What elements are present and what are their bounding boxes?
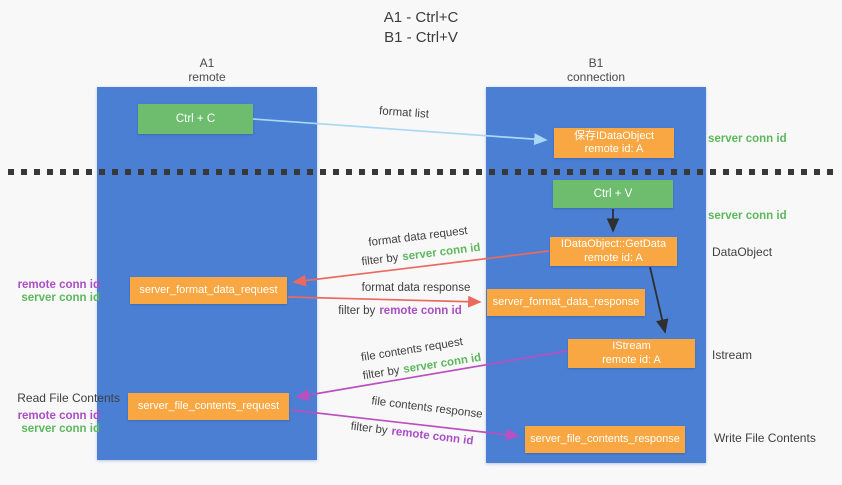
format-list-label: format list xyxy=(378,105,430,121)
save-dataobject-line1: 保存IDataObject xyxy=(573,129,655,142)
istream-line1: IStream xyxy=(612,340,651,352)
file-request-label: server_file_contents_request xyxy=(137,399,280,412)
server-conn-id-text: server conn id xyxy=(401,241,482,264)
dataobject-annotation: DataObject xyxy=(712,245,773,259)
server-conn-id-annotation-mid: server conn id xyxy=(708,210,787,222)
server-conn-id-annotation-left-bottom: server conn id xyxy=(21,423,100,435)
format-response-label: server_format_data_response xyxy=(492,295,640,308)
title-line-1: A1 - Ctrl+C xyxy=(383,9,459,26)
ctrl-v-label: Ctrl + V xyxy=(593,188,633,200)
filter-by-text: filter by xyxy=(360,251,400,269)
write-file-contents-annotation: Write File Contents xyxy=(714,431,816,445)
server-conn-id-annotation-top: server conn id xyxy=(708,133,787,145)
read-file-contents-annotation: Read File Contents xyxy=(17,391,120,405)
format-request-label: server_format_data_request xyxy=(139,283,278,296)
remote-conn-id-text: remote conn id xyxy=(390,425,475,448)
filter-by-text: filter by xyxy=(361,364,401,383)
column-a1-name: A1 xyxy=(199,56,215,70)
server-conn-id-annotation-left-top: server conn id xyxy=(21,292,100,304)
save-dataobject-line2: remote id: A xyxy=(584,143,644,155)
remote-conn-id-text: remote conn id xyxy=(379,305,462,317)
remote-conn-id-annotation-top: remote conn id xyxy=(17,279,100,291)
getdata-line2: remote id: A xyxy=(584,251,643,264)
filter-by-text: filter by xyxy=(338,305,376,317)
ctrl-c-node: Ctrl + C xyxy=(138,104,253,134)
getdata-node: IDataObject::GetData remote id: A xyxy=(550,237,677,266)
save-dataobject-node: 保存IDataObject remote id: A xyxy=(554,128,674,158)
file-response-node: server_file_contents_response xyxy=(525,426,685,453)
column-a1-subtitle: remote xyxy=(188,70,226,84)
istream-node: IStream remote id: A xyxy=(568,339,695,368)
getdata-line1: IDataObject::GetData xyxy=(560,238,667,250)
format-request-node: server_format_data_request xyxy=(130,277,287,304)
file-request-node: server_file_contents_request xyxy=(128,393,289,420)
remote-conn-id-annotation-bottom: remote conn id xyxy=(17,410,100,422)
istream-annotation: Istream xyxy=(712,348,753,362)
format-response-node: server_format_data_response xyxy=(487,289,645,316)
diagram-title: A1 - Ctrl+C B1 - Ctrl+V xyxy=(0,8,842,48)
conn-id-stack-top: remote conn id server conn id xyxy=(0,279,100,305)
title-line-2: B1 - Ctrl+V xyxy=(384,29,458,46)
ctrl-c-label: Ctrl + C xyxy=(175,113,216,125)
istream-line2: remote id: A xyxy=(602,353,661,366)
column-b1-name: B1 xyxy=(588,56,604,70)
filter-by-text: filter by xyxy=(349,420,389,437)
file-response-label: server_file_contents_response xyxy=(530,432,680,445)
file-contents-response-label: file contents response xyxy=(370,395,484,421)
column-header-b1: B1 connection xyxy=(486,56,706,84)
format-data-response-label: format data response xyxy=(361,282,471,294)
column-b1-subtitle: connection xyxy=(566,70,626,84)
column-header-a1: A1 remote xyxy=(97,56,317,84)
ctrl-v-node: Ctrl + V xyxy=(553,180,673,208)
conn-id-stack-bottom: remote conn id server conn id xyxy=(0,410,100,436)
